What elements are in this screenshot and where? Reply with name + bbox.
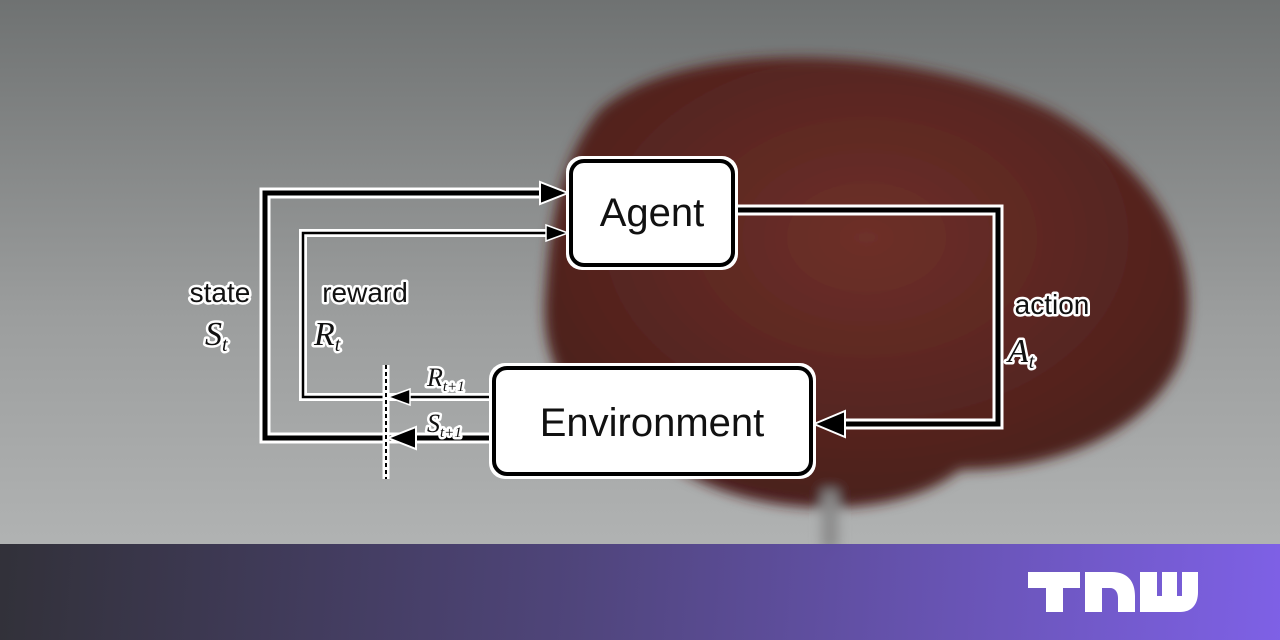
environment-label: Environment [540, 401, 765, 445]
agent-label: Agent [600, 191, 705, 235]
action-symbol: At [1006, 333, 1035, 373]
agent-node: Agent [566, 156, 738, 270]
action-arrow [735, 204, 1004, 439]
state-label: state [190, 277, 251, 308]
environment-node: Environment [489, 363, 816, 479]
action-label: action [1015, 289, 1090, 320]
reward-arrow [299, 223, 571, 407]
next-state-symbol: St+1 [427, 409, 462, 441]
next-reward-symbol: Rt+1 [426, 363, 465, 395]
state-symbol: St [205, 316, 228, 356]
reward-label: reward [322, 277, 408, 308]
state-arrow [259, 180, 571, 451]
reward-symbol: Rt [313, 316, 341, 356]
tnw-logo[interactable] [1028, 572, 1198, 612]
brand-band [0, 544, 1280, 640]
